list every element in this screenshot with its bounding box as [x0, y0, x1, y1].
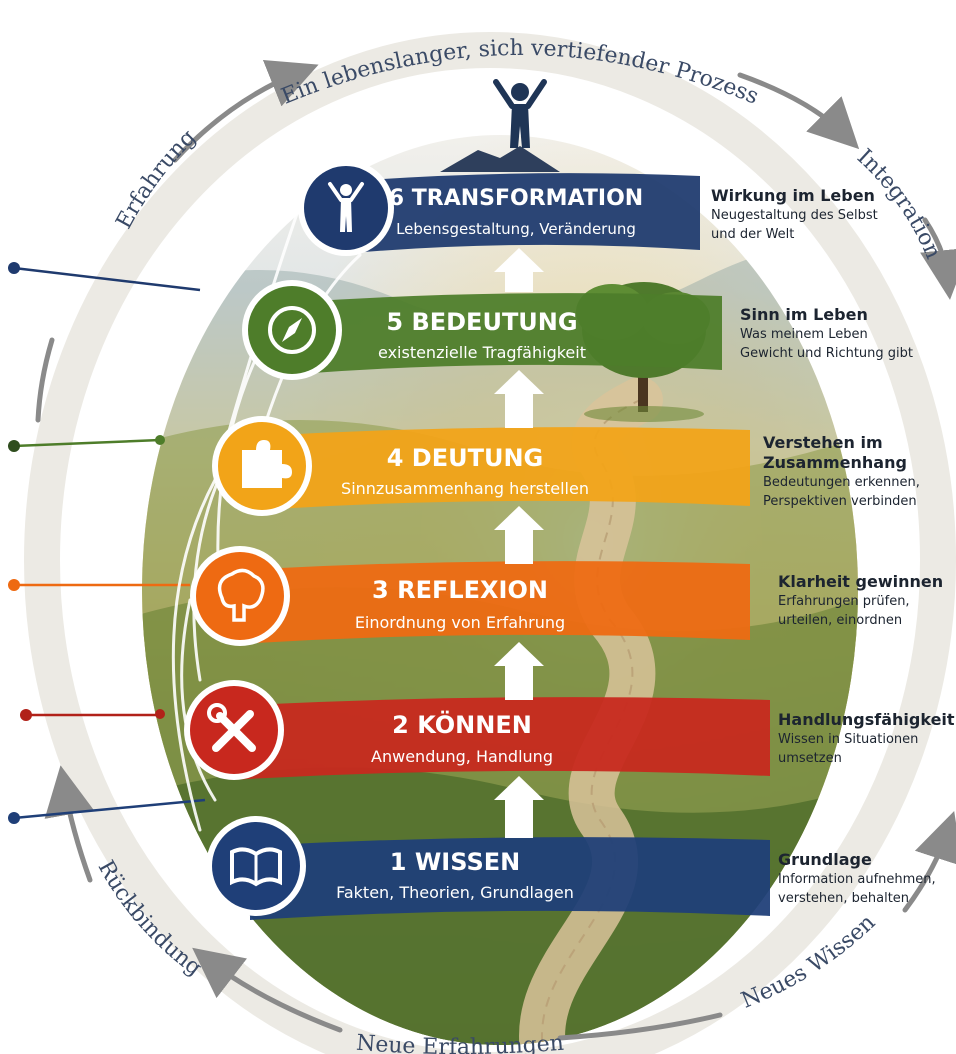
level-6-band: 6 TRANSFORMATION Lebensgestaltung, Veränd…: [298, 160, 700, 256]
side-level-3: Klarheit gewinnen Erfahrungen prüfen, ur…: [778, 572, 943, 630]
level-title: 1 WISSEN: [390, 848, 520, 876]
side-line: Erfahrungen prüfen,: [778, 594, 910, 609]
arrow-4-to-5: [494, 370, 544, 428]
side-line: verstehen, behalten: [778, 891, 910, 906]
level-title: 4 DEUTUNG: [387, 444, 544, 472]
side-title: Sinn im Leben: [740, 305, 868, 324]
level-band-shape: [250, 837, 770, 920]
book-icon: [230, 847, 282, 887]
side-level-4: Verstehen im Zusammenhang Bedeutungen er…: [763, 433, 920, 511]
arrow-2-to-3: [494, 642, 544, 700]
puzzle-icon: [242, 440, 292, 488]
arrow-5-to-6: [494, 248, 544, 292]
side-title: Klarheit gewinnen: [778, 572, 944, 591]
level-5-band: 5 BEDEUTUNG existenzielle Tragfähigkeit: [242, 280, 722, 380]
level-subtitle: Lebensgestaltung, Veränderung: [396, 220, 636, 238]
badge-circle: [196, 552, 284, 640]
side-title: Wirkung im Leben: [711, 186, 875, 205]
level-subtitle: Fakten, Theorien, Grundlagen: [336, 883, 574, 902]
level-title: 2 KÖNNEN: [392, 709, 532, 739]
side-level-5: Sinn im Leben Was meinem Leben Gewicht u…: [740, 305, 913, 363]
level-band-shape: [260, 427, 750, 510]
arrow-3-to-4: [494, 506, 544, 564]
side-line: Gewicht und Richtung gibt: [740, 346, 913, 361]
side-line: Bedeutungen erkennen,: [763, 475, 920, 490]
level-subtitle: Sinnzusammenhang herstellen: [341, 479, 589, 498]
side-level-6: Wirkung im Leben Neugestaltung des Selbs…: [711, 186, 878, 244]
label-neue-erfahrungen: Neue Erfahrungen: [355, 1031, 564, 1054]
level-subtitle: Anwendung, Handlung: [371, 747, 553, 766]
brain-tree-icon: [217, 568, 265, 622]
level-subtitle: existenzielle Tragfähigkeit: [378, 343, 586, 362]
level-1-band: 1 WISSEN Fakten, Theorien, Grundlagen: [206, 816, 770, 920]
level-arrows: [494, 248, 544, 838]
outer-ring: [24, 32, 956, 1054]
level-subtitle: Einordnung von Erfahrung: [355, 613, 565, 632]
level-title: 6 TRANSFORMATION: [389, 186, 643, 211]
level-2-band: 2 KÖNNEN Anwendung, Handlung: [184, 680, 770, 780]
side-title: Handlungsfähigkeit: [778, 710, 955, 729]
level-bands: 1 WISSEN Fakten, Theorien, Grundlagen 2 KÖ…: [184, 160, 770, 920]
level-3-band: 3 REFLEXION Einordnung von Erfahrung: [190, 546, 750, 646]
arrow-1-to-2: [494, 776, 544, 838]
side-line: umsetzen: [778, 751, 842, 766]
side-line: Neugestaltung des Selbst: [711, 208, 878, 223]
summit-figure: [440, 79, 560, 172]
side-line: Wissen in Situationen: [778, 732, 919, 747]
side-level-1: Grundlage Information aufnehmen, versteh…: [778, 850, 936, 908]
level-4-band: 4 DEUTUNG Sinnzusammenhang herstellen: [212, 416, 750, 516]
level-title: 5 BEDEUTUNG: [386, 308, 577, 336]
side-level-2: Handlungsfähigkeit Wissen in Situationen…: [778, 710, 955, 768]
person-arms-up-icon: [328, 182, 364, 232]
level-band-shape: [340, 173, 700, 254]
side-title-2: Zusammenhang: [763, 453, 907, 472]
level-band-shape: [298, 293, 722, 374]
side-title: Grundlage: [778, 850, 872, 869]
side-line: und der Welt: [711, 227, 795, 242]
side-line: Perspektiven verbinden: [763, 494, 917, 509]
left-connectors: [8, 262, 206, 824]
side-title: Verstehen im: [763, 433, 883, 452]
side-line: urteilen, einordnen: [778, 613, 903, 628]
level-title: 3 REFLEXION: [372, 576, 548, 604]
side-line: Was meinem Leben: [740, 327, 868, 342]
compass-icon: [268, 306, 316, 354]
tools-icon: [207, 703, 256, 752]
side-line: Information aufnehmen,: [778, 872, 936, 887]
level-band-shape: [230, 697, 770, 780]
level-band-shape: [240, 561, 750, 644]
cycle-arrows: [35, 59, 956, 1041]
